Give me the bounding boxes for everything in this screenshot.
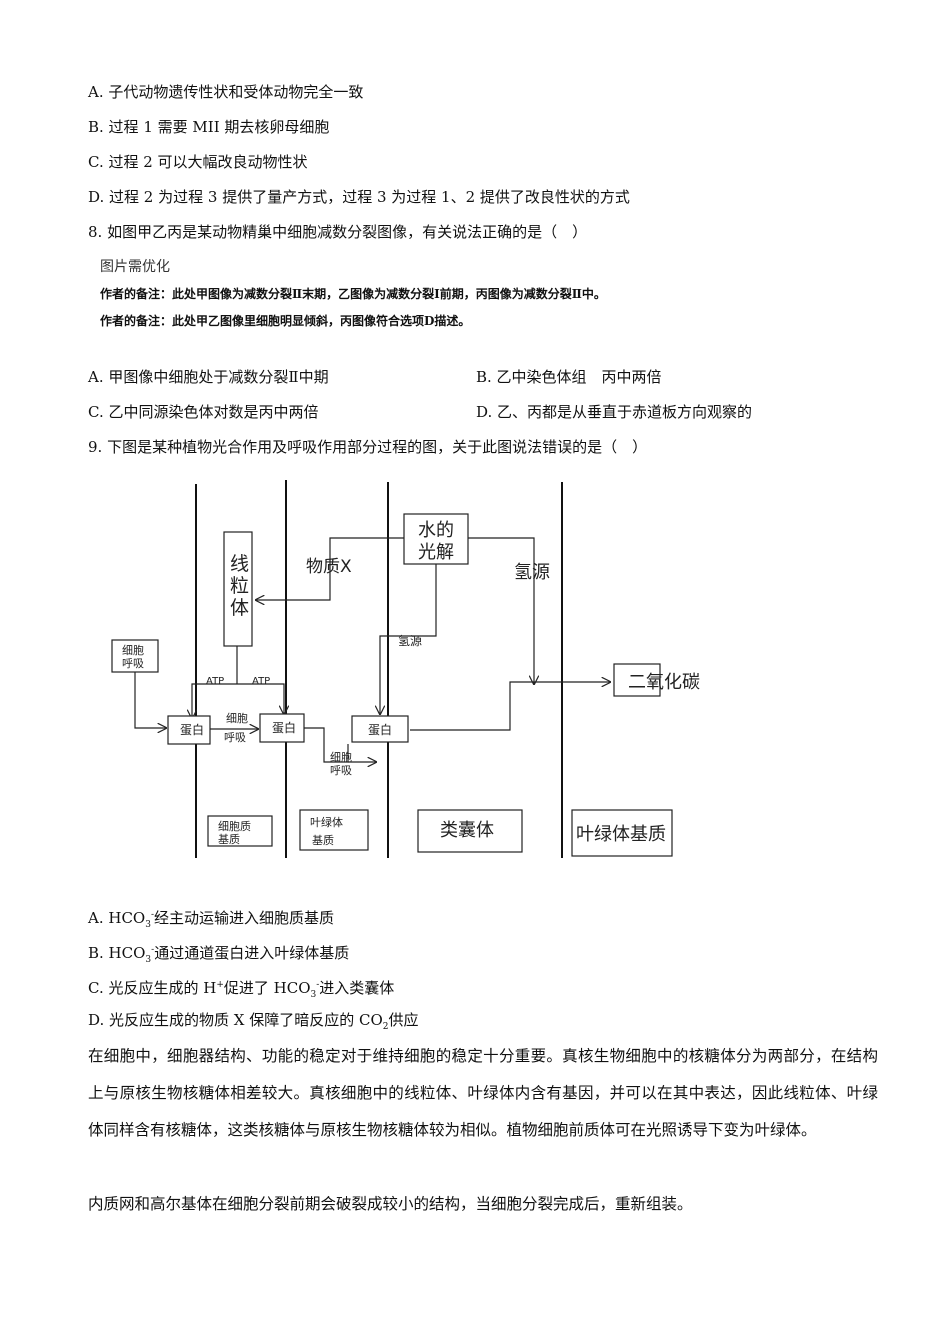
q9-option-c: C. 光反应生成的 H+促进了 HCO3-进入类囊体 [88, 979, 395, 1000]
cytoplasm-matrix-label: 细胞质 [218, 820, 251, 833]
q8-option-a: A. 甲图像中细胞处于减数分裂Ⅱ中期 [88, 368, 329, 386]
thylakoid-label: 类囊体 [440, 820, 494, 841]
chloroplast-matrix-label: 叶绿体 [310, 815, 343, 829]
q7-option-a: A. 子代动物遗传性状和受体动物完全一致 [88, 83, 364, 101]
chloroplast-matrix-label: 基质 [312, 834, 334, 847]
substance-x-label: 物质X [306, 557, 352, 577]
chloroplast-matrix-box [299, 809, 369, 851]
atp-label: ATP [252, 676, 270, 687]
atp-arrow [192, 683, 237, 718]
mitochondrion-label: 线 [230, 553, 249, 575]
hydrogen-source-small-arrow [380, 564, 437, 714]
q7-option-d: D. 过程 2 为过程 3 提供了量产方式，过程 3 为过程 1、2 提供了改良… [88, 188, 630, 206]
protein-label: 蛋白 [180, 722, 204, 737]
cell-respiration-box [111, 639, 159, 673]
hydrogen-source-small-label: 氢源 [398, 633, 422, 648]
hydrogen-source-label: 氢源 [514, 562, 550, 583]
q9-option-b: B. HCO3-通过通道蛋白进入叶绿体基质 [88, 944, 350, 965]
respiration-arrow [134, 672, 166, 728]
transport-arrow [304, 727, 349, 763]
cell-respiration-mid-label: 呼吸 [224, 731, 246, 744]
photosynthesis-diagram: 线 粒 体 水的 光解 物质X 氢源 氢源 二氧化碳 细胞 呼吸 ATP ATP… [111, 480, 700, 858]
mitochondrion-label: 粒 [230, 575, 249, 597]
q8-author-note-1: 作者的备注：此处甲图像为减数分裂Ⅱ末期，乙图像为减数分裂Ⅰ前期，丙图像为减数分裂… [100, 287, 606, 301]
hydrogen-source-arrow [468, 537, 534, 684]
q8-option-c: C. 乙中同源染色体对数是丙中两倍 [88, 403, 319, 421]
atp-label: ATP [206, 676, 224, 687]
cell-respiration-label: 呼吸 [122, 657, 144, 670]
cytoplasm-matrix-box [207, 815, 273, 847]
q9-option-a: A. HCO3-经主动运输进入细胞质基质 [88, 909, 335, 930]
atp-arrow [237, 683, 284, 714]
passage-paragraph-2: 内质网和高尔基体在细胞分裂前期会破裂成较小的结构，当细胞分裂完成后，重新组装。 [88, 1195, 693, 1213]
co2-label: 二氧化碳 [628, 672, 700, 693]
protein-label: 蛋白 [272, 720, 296, 735]
stroma-label: 叶绿体基质 [576, 824, 666, 845]
cell-respiration-mid-label: 细胞 [226, 712, 248, 725]
mitochondrion-label: 体 [230, 597, 249, 619]
q9-option-d: D. 光反应生成的物质 X 保障了暗反应的 CO2供应 [88, 1011, 419, 1032]
substance-x-arrow [256, 537, 404, 600]
q8-option-d: D. 乙、丙都是从垂直于赤道板方向观察的 [476, 403, 753, 421]
q8-author-note-2: 作者的备注：此处甲乙图像里细胞明显倾斜，丙图像符合选项D描述。 [100, 314, 471, 328]
q8-image-placeholder: 图片需优化 [100, 259, 170, 275]
q8-option-b: B. 乙中染色体组 丙中两倍 [476, 368, 662, 386]
thylakoid-box [417, 809, 523, 853]
protein-box [167, 715, 211, 745]
q7-option-b: B. 过程 1 需要 MII 期去核卵母细胞 [88, 118, 330, 136]
protein-box [259, 713, 305, 743]
q7-option-c: C. 过程 2 可以大幅改良动物性状 [88, 153, 308, 171]
protein-label: 蛋白 [368, 722, 392, 737]
protein-box [351, 715, 409, 743]
cell-respiration-low-label: 呼吸 [330, 764, 352, 777]
cytoplasm-matrix-label: 基质 [218, 833, 240, 846]
co2-box [613, 663, 661, 697]
water-photolysis-label: 水的 [418, 520, 454, 541]
passage-paragraph-1: 在细胞中，细胞器结构、功能的稳定对于维持细胞的稳定十分重要。真核生物细胞中的核糖… [88, 1047, 878, 1139]
q9-stem: 9. 下图是某种植物光合作用及呼吸作用部分过程的图，关于此图说法错误的是（ ） [88, 438, 648, 456]
water-photolysis-label: 光解 [418, 542, 454, 563]
cell-respiration-label: 细胞 [122, 644, 144, 657]
mitochondrion-box [223, 531, 253, 647]
stroma-box [571, 809, 673, 857]
q8-stem: 8. 如图甲乙丙是某动物精巢中细胞减数分裂图像，有关说法正确的是（ ） [88, 223, 588, 241]
co2-arrow [410, 682, 610, 731]
cell-respiration-low-label: 细胞 [330, 751, 352, 764]
